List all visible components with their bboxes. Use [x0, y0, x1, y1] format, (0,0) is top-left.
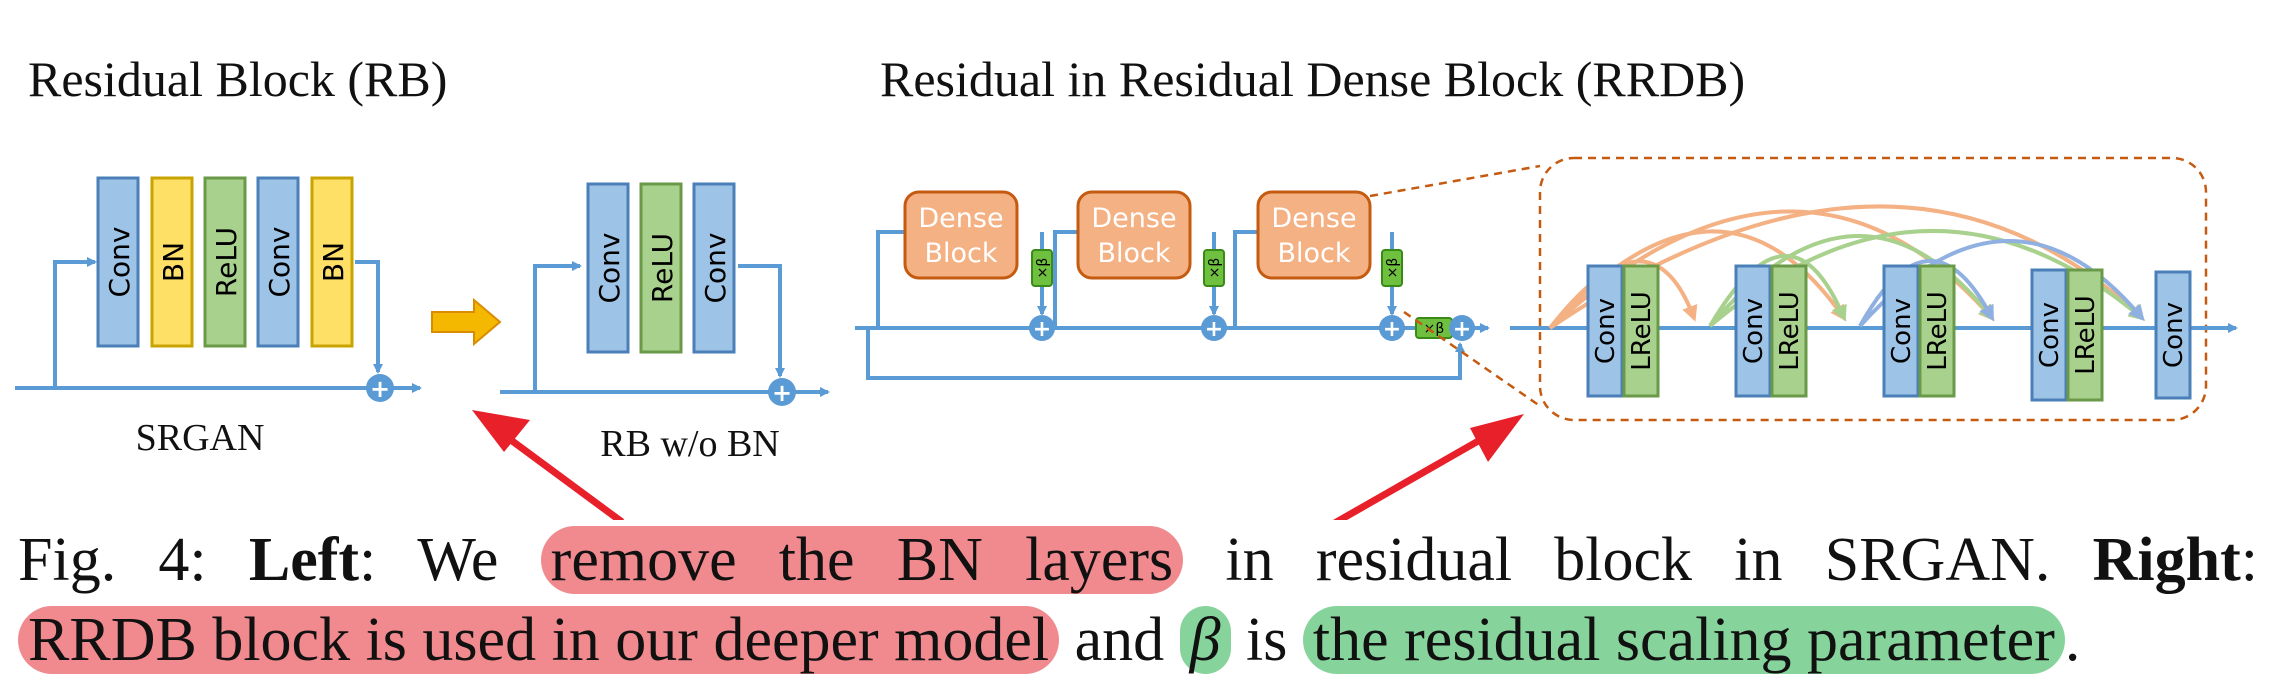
layer-label: Conv — [1887, 298, 1917, 364]
beta-scale-1: ×β — [1031, 249, 1053, 287]
rb-add-node: + — [768, 378, 796, 407]
srgan-bn-2: BN — [310, 176, 354, 348]
detail-lrelu-3: LReLU — [1918, 264, 1956, 398]
layer-label: Conv — [2035, 302, 2065, 368]
dense-block-detail: Conv LReLU Conv LReLU Conv LReLU Conv L — [1510, 156, 2238, 422]
dense-block-1: Dense Block — [903, 190, 1019, 280]
beta-label: ×β — [1424, 321, 1445, 337]
beta-label: ×β — [1207, 258, 1223, 279]
rrdb-title: Residual in Residual Dense Block (RRDB) — [880, 51, 1745, 107]
beta-label: ×β — [1035, 258, 1051, 279]
dense-block-2: Dense Block — [1076, 190, 1192, 280]
caption-text: in residual block in SRGAN. — [1183, 526, 2093, 594]
highlight-residual-scaling: the residual scaling parameter — [1302, 606, 2065, 674]
srgan-relu: ReLU — [203, 176, 247, 348]
layer-label: BN — [317, 242, 350, 282]
highlight-remove-bn: remove the BN layers — [540, 526, 1184, 594]
caption-line-2: RRDB block is used in our deeper model a… — [18, 600, 2258, 680]
layer-label: LReLU — [1923, 291, 1953, 371]
transform-arrow-icon — [431, 297, 502, 347]
caption-text: . — [2064, 606, 2081, 674]
beta-scale-outer: ×β — [1415, 317, 1453, 339]
rb-relu: ReLU — [639, 182, 683, 354]
rb-conv-1: Conv — [586, 182, 630, 354]
block-label: Block — [1277, 238, 1350, 269]
caption-text: : — [2240, 526, 2258, 594]
rb-title: Residual Block (RB) — [28, 51, 447, 107]
detail-lrelu-4: LReLU — [2066, 268, 2104, 402]
rrdb-add-node-3: + — [1379, 315, 1405, 342]
figure-number: Fig. 4: — [18, 526, 249, 594]
caption-text: is — [1230, 606, 1303, 674]
caption-text: : We — [359, 526, 541, 594]
figure-caption: Fig. 4: Left: We remove the BN layers in… — [18, 520, 2258, 680]
right-label: Right — [2092, 526, 2241, 594]
detail-lrelu-2: LReLU — [1770, 264, 1808, 398]
beta-scale-2: ×β — [1203, 249, 1225, 287]
beta-label: ×β — [1385, 258, 1401, 279]
rrdb-figure: Residual Block (RB) Residual in Residual… — [15, 51, 2238, 520]
caption-text: and — [1059, 606, 1180, 674]
caption-line-1: Fig. 4: Left: We remove the BN layers in… — [18, 520, 2258, 600]
layer-label: BN — [157, 242, 190, 282]
rb-without-bn: Conv ReLU Conv + RB w/o BN — [500, 182, 830, 465]
plus-icon: + — [1033, 317, 1051, 342]
rrdb-add-node-1: + — [1029, 315, 1055, 342]
beta-scale-3: ×β — [1381, 249, 1403, 287]
detail-conv-2: Conv — [1734, 264, 1772, 398]
block-label: Block — [924, 238, 997, 269]
rrdb-block: Dense Block Dense Block Dense Block ×β ×… — [855, 164, 1541, 408]
srgan-conv-2: Conv — [256, 176, 300, 348]
block-label: Block — [1097, 238, 1170, 269]
plus-icon: + — [370, 375, 390, 403]
layer-label: LReLU — [1627, 291, 1657, 371]
dense-label: Dense — [1091, 203, 1176, 234]
layer-label: LReLU — [2071, 295, 2101, 375]
srgan-label: SRGAN — [136, 417, 265, 459]
red-arrow-left-icon — [472, 410, 625, 520]
highlight-rrdb-used: RRDB block is used in our deeper model — [18, 606, 1060, 674]
dense-block-3: Dense Block — [1256, 190, 1372, 280]
layer-label: Conv — [593, 233, 626, 304]
plus-icon: + — [772, 379, 792, 407]
detail-conv-1: Conv — [1586, 264, 1624, 398]
plus-icon: + — [1205, 317, 1223, 342]
layer-label: LReLU — [1775, 291, 1805, 371]
srgan-conv-1: Conv — [96, 176, 140, 348]
dense-label: Dense — [1271, 203, 1356, 234]
highlight-beta: β — [1179, 606, 1231, 674]
layer-label: ReLU — [210, 227, 243, 297]
layer-label: Conv — [103, 227, 136, 298]
srgan-add-node: + — [366, 374, 394, 403]
dense-label: Dense — [918, 203, 1003, 234]
srgan-residual-block: Conv BN ReLU Conv BN + SRGAN — [15, 176, 422, 459]
srgan-bn-1: BN — [150, 176, 194, 348]
rb-wo-bn-label: RB w/o BN — [600, 423, 779, 465]
red-arrow-right-icon — [1332, 414, 1524, 520]
detail-conv-5: Conv — [2154, 270, 2192, 400]
detail-conv-3: Conv — [1882, 264, 1920, 398]
layer-label: ReLU — [646, 233, 679, 303]
layer-label: Conv — [1591, 298, 1621, 364]
layer-label: Conv — [699, 233, 732, 304]
rrdb-add-node-outer: + — [1449, 315, 1475, 342]
left-label: Left — [248, 526, 360, 594]
rb-conv-2: Conv — [692, 182, 736, 354]
detail-conv-4: Conv — [2030, 268, 2068, 402]
plus-icon: + — [1453, 317, 1471, 342]
layer-label: Conv — [1739, 298, 1769, 364]
detail-lrelu-1: LReLU — [1622, 264, 1660, 398]
layer-label: Conv — [2159, 302, 2189, 368]
plus-icon: + — [1383, 317, 1401, 342]
layer-label: Conv — [263, 227, 296, 298]
rrdb-add-node-2: + — [1201, 315, 1227, 342]
